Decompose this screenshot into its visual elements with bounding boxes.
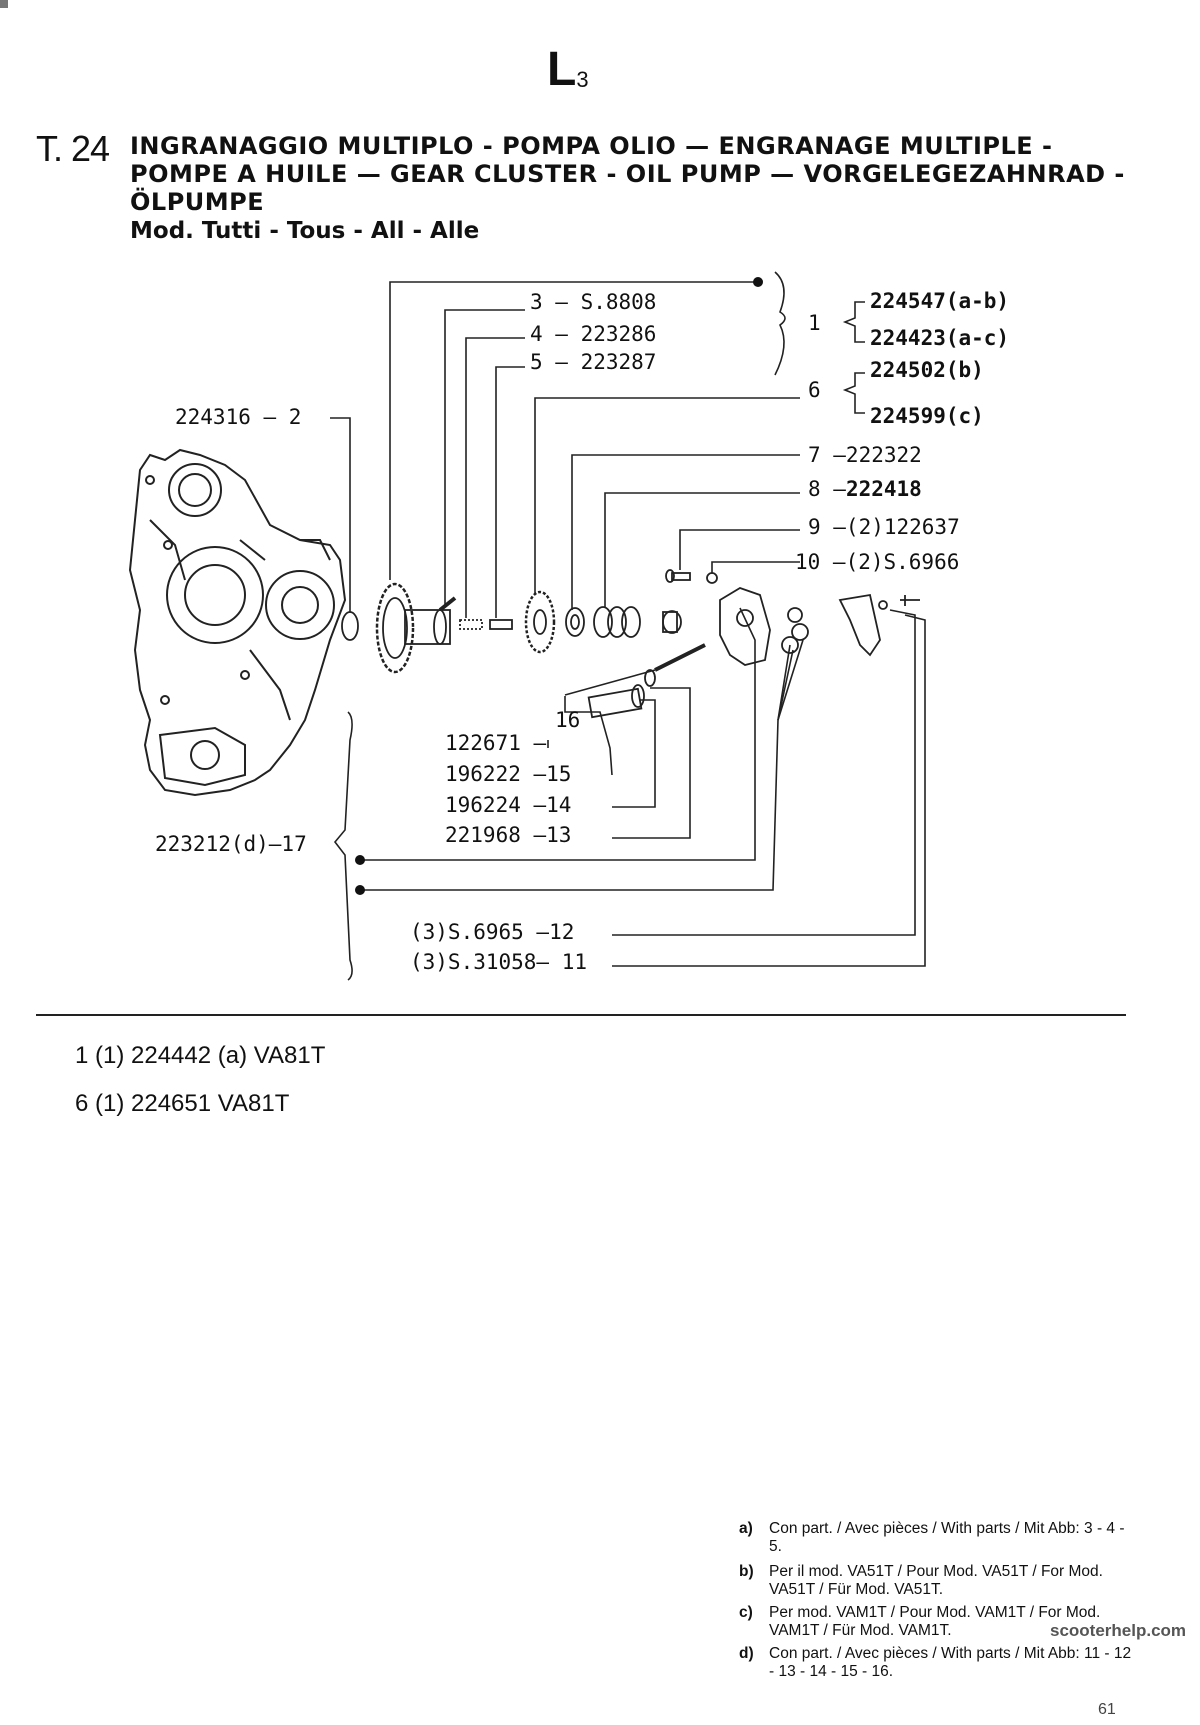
label-part-6a: 224502(b) [870, 358, 984, 382]
oil-pump-body-illustration [719, 587, 771, 666]
label-part-10: 10 —(2)S.6966 [795, 550, 960, 574]
scan-corner-mark [0, 0, 8, 8]
label-part-4: 4 — 223286 [530, 322, 657, 346]
engine-casing-illustration [128, 448, 347, 797]
label-part-11: (3)S.31058— 11 [410, 950, 588, 974]
footnote: d)Con part. / Avec pièces / With parts /… [739, 1645, 1132, 1680]
footnote: b)Per il mod. VA51T / Pour Mod. VA51T / … [739, 1563, 1103, 1598]
variant-line: 6 (1) 224651 VA81T [75, 1090, 290, 1117]
label-part-17: 223212(d)—17 [155, 832, 307, 856]
page-number: 61 [1098, 1701, 1116, 1718]
label-part-13: 221968 —13 [445, 823, 572, 847]
label-part-9: 9 —(2)122637 [808, 515, 960, 539]
gear-cluster-illustration [375, 582, 451, 674]
label-part-7: 7 —222322 [808, 443, 922, 467]
label-part-8: 8 —222418 [808, 477, 922, 501]
divider-rule [36, 1014, 1126, 1016]
watermark: scooterhelp.com [1050, 1621, 1187, 1640]
label-part-1b: 224423(a-c) [870, 326, 1010, 350]
footnote: a)Con part. / Avec pièces / With parts /… [739, 1520, 1125, 1555]
page-title: INGRANAGGIO MULTIPLO - POMPA OLIO — ENGR… [130, 132, 1125, 216]
label-part-2: 224316 — 2 [175, 405, 302, 429]
model-applicability: Mod. Tutti - Tous - All - Alle [130, 218, 480, 244]
label-part-6: 6 [808, 378, 821, 402]
variant-line: 1 (1) 224442 (a) VA81T [75, 1042, 326, 1069]
label-part-15: 196222 —15 [445, 762, 572, 786]
leader-dots [355, 277, 763, 895]
leader-lines [330, 271, 926, 981]
label-part-5: 5 — 223287 [530, 350, 657, 374]
label-part-12: (3)S.6965 —12 [410, 920, 575, 944]
section-code: L3 [547, 43, 589, 96]
label-part-16-code: 122671 — [445, 731, 547, 755]
label-part-1: 1 [808, 311, 821, 335]
label-part-14: 196224 —14 [445, 793, 572, 817]
label-part-16: 16 [555, 708, 581, 732]
exploded-view-diagram [128, 271, 926, 981]
label-part-1a: 224547(a-b) [870, 289, 1010, 313]
footnote: c)Per mod. VAM1T / Pour Mod. VAM1T / For… [739, 1604, 1101, 1639]
label-part-3: 3 — S.8808 [530, 290, 657, 314]
table-number: T. 24 [36, 128, 110, 169]
label-part-6b: 224599(c) [870, 404, 984, 428]
